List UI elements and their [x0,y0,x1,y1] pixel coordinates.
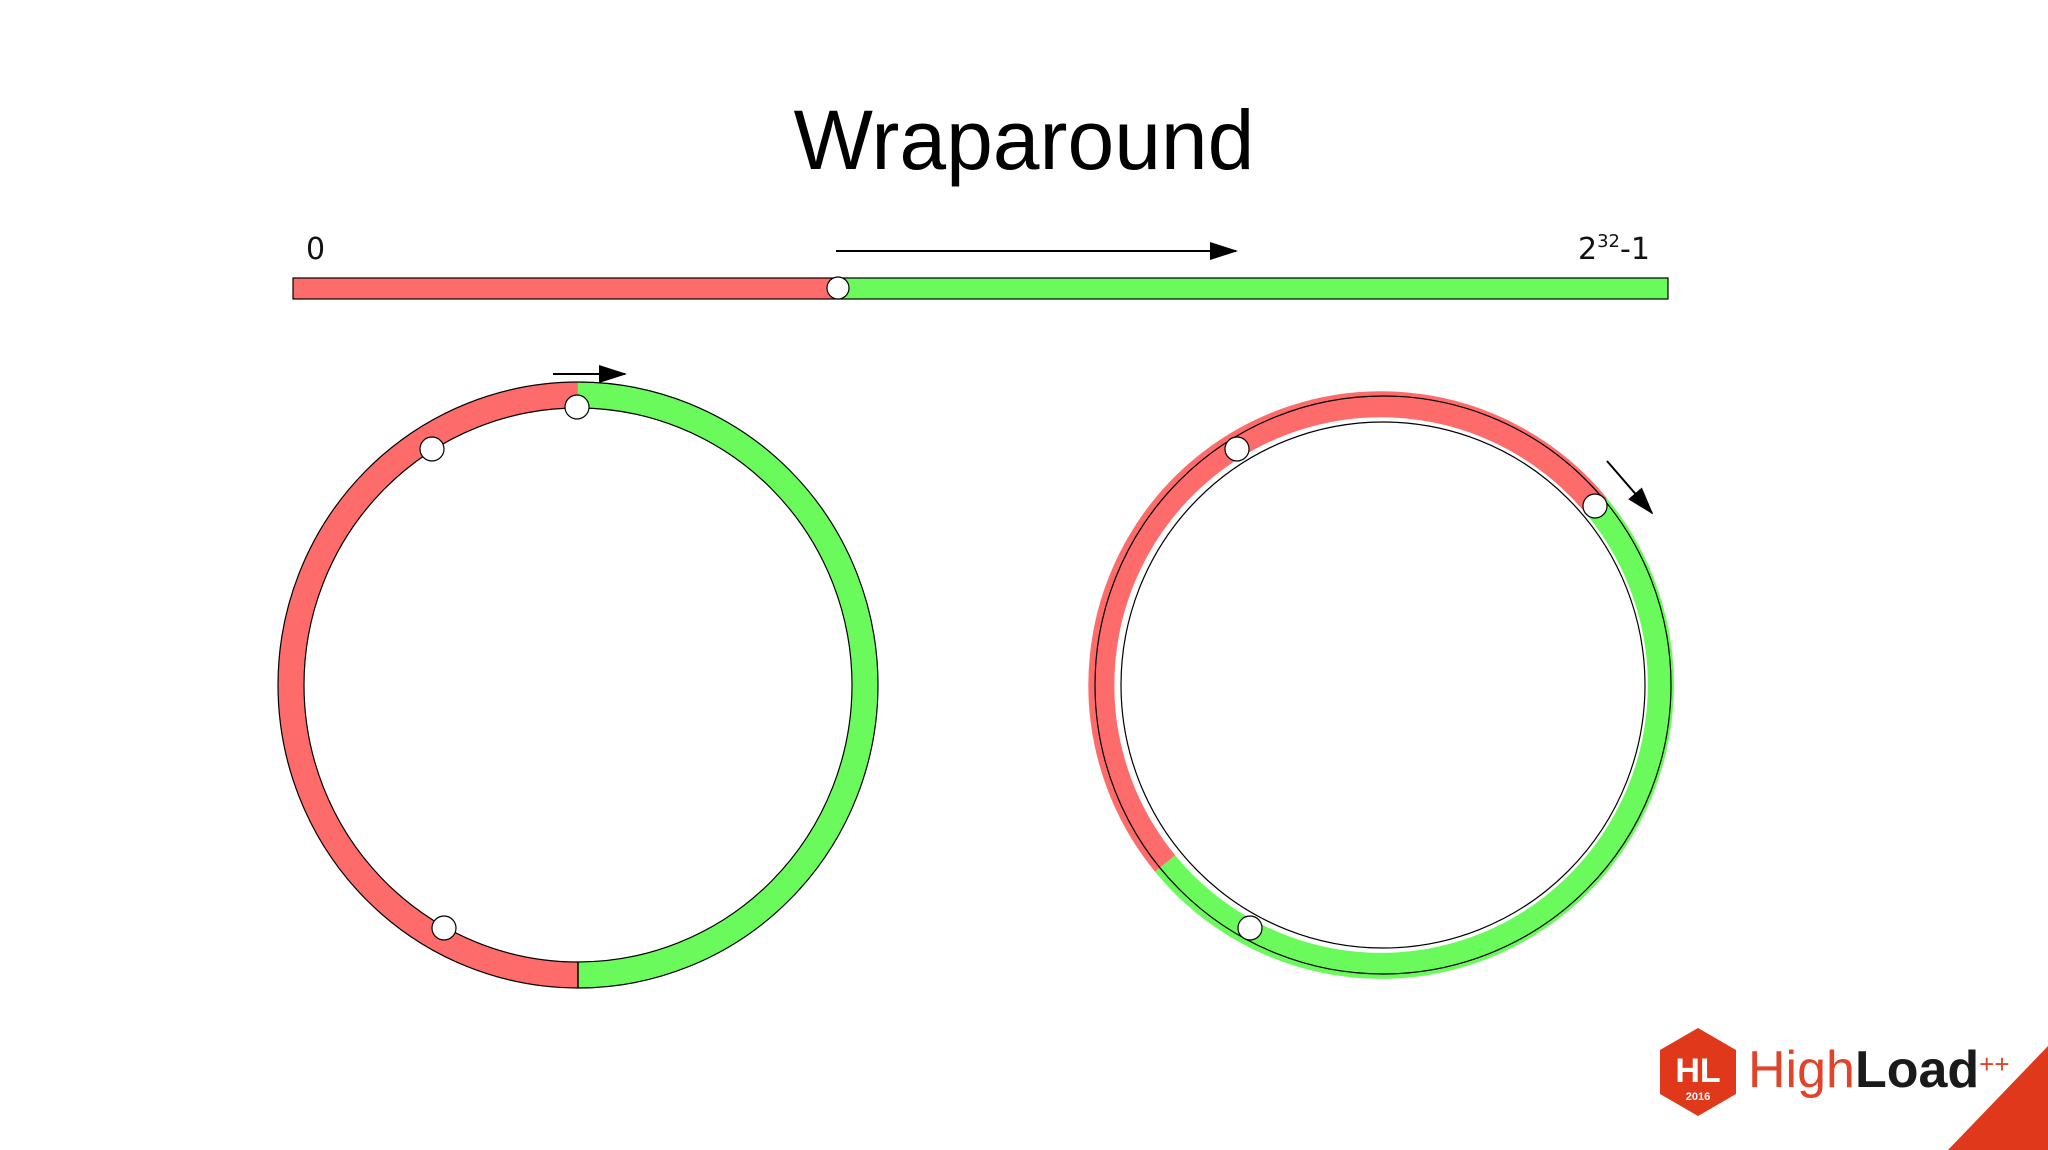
end-label-suffix: -1 [1620,232,1650,267]
hexagon-icon [1660,1028,1736,1116]
number-line-green-segment [837,277,1669,300]
right-ring-marker-lower-left [1237,915,1263,941]
number-line-start-label: 0 [306,232,325,267]
right-ring-red-arc [1088,391,1607,872]
corner-accent [1948,1046,2048,1150]
right-ring-outer-outline [1094,395,1672,975]
right-ring-inner-outline [1120,421,1646,949]
badge-year: 2016 [1686,1091,1710,1103]
right-ring-direction-arrow [1606,460,1654,515]
number-line-marker [826,276,850,300]
number-line-red-segment [292,277,839,300]
right-ring-marker-upper-right [1582,493,1608,519]
end-label-base: 2 [1578,232,1597,267]
highload-logo-badge: HL 2016 [1660,1028,1736,1116]
left-ring-marker-upper-left [419,436,445,462]
wordmark-light: High [1748,1041,1855,1099]
slide-title: Wraparound [793,93,1255,187]
wordmark-suffix: ++ [1979,1049,2010,1079]
left-ring-marker-lower-left [431,915,457,941]
left-ring-green-arc [577,382,878,988]
number-line-end-label: 232-1 [1578,231,1650,267]
left-ring [277,365,879,989]
wordmark-bold: Load [1854,1041,1980,1099]
right-ring-marker-upper-left [1224,436,1250,462]
badge-text: HL [1675,1052,1720,1090]
left-ring-marker-top [564,394,590,420]
right-ring [1088,391,1674,979]
left-ring-red-arc [278,382,579,988]
right-ring-green-arc [1155,498,1674,979]
left-ring-inner-outline [303,407,853,963]
highload-wordmark: HighLoad++ [1748,1040,2010,1100]
end-label-exponent: 32 [1597,231,1620,252]
